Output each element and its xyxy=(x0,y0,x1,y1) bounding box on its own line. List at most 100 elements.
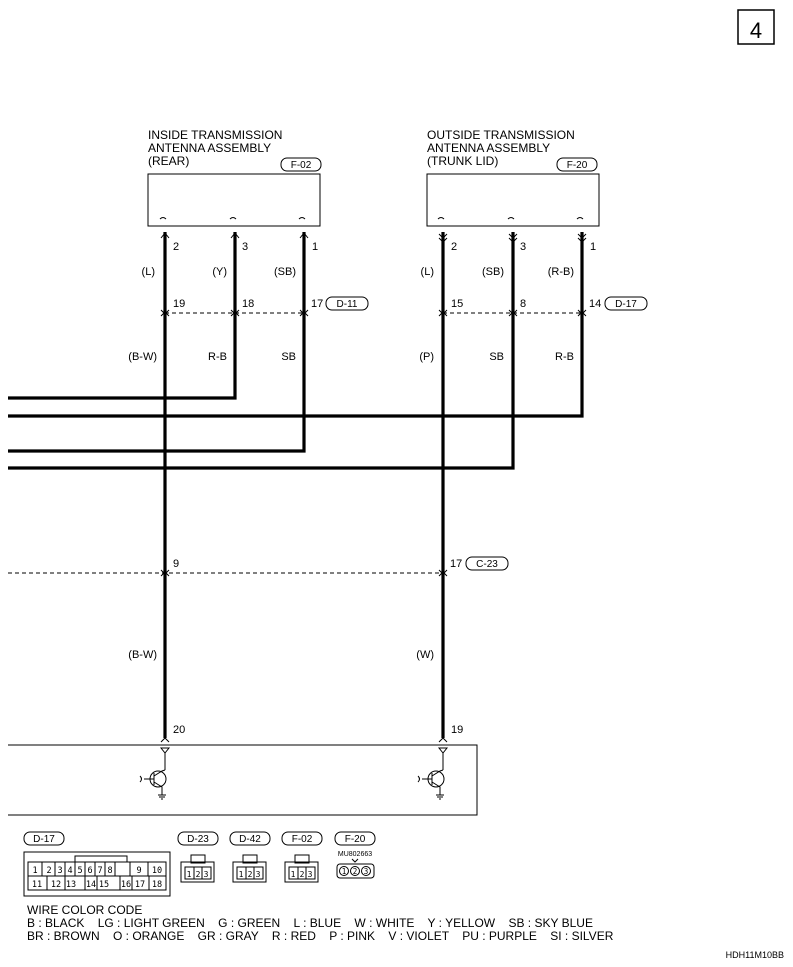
legend-f02-label: F-02 xyxy=(292,834,313,845)
ecu-box xyxy=(8,744,478,816)
legend-f20-label: F-20 xyxy=(345,834,366,845)
d17-top-pin: 8 xyxy=(107,866,112,876)
wire-color-outside-b: (SB) xyxy=(482,266,504,278)
inside-antenna-box xyxy=(147,173,321,227)
wire-color-d11-a: (B-W) xyxy=(128,351,157,363)
wire-color-d17-c: R-B xyxy=(555,351,574,363)
legend-d17-badge xyxy=(23,831,65,846)
d23-pin: 1 xyxy=(187,870,192,879)
legend-f20-badge xyxy=(334,831,376,846)
f20-pin: 1 xyxy=(342,867,347,876)
d17-connector-face: 1 2 3 4 5 6 7 8 9 10 11 12 13 14 15 16 1… xyxy=(23,851,171,897)
f02-pin: 3 xyxy=(308,870,313,879)
inside-antenna-title-1: INSIDE TRANSMISSION xyxy=(148,128,282,142)
c23-connector: C-23 xyxy=(476,559,498,570)
outside-antenna-connector: F-20 xyxy=(567,160,588,171)
d42-pin: 3 xyxy=(256,870,261,879)
connector-legend: D-17 1 2 3 4 5 6 7 8 9 10 11 12 13 14 15 xyxy=(23,831,376,897)
d17-top-pin: 6 xyxy=(87,866,92,876)
junction-wire-colors: (B-W) R-B SB (P) SB R-B xyxy=(128,351,574,363)
outside-antenna-title-3: (TRUNK LID) xyxy=(427,154,498,168)
c23-left-pin: 9 xyxy=(173,558,179,570)
d11-pin-b: 18 xyxy=(242,298,254,310)
antenna-pin-numbers: 2 3 1 2 3 1 xyxy=(173,241,596,253)
ecu-pin-a: 20 xyxy=(173,724,185,736)
outside-pin-c: 1 xyxy=(590,241,596,253)
legend-d23-badge xyxy=(177,831,219,846)
d17-top-pin: 4 xyxy=(67,866,72,876)
d17-bottom-pin: 17 xyxy=(135,880,145,890)
d17-bottom-pin: 12 xyxy=(51,880,61,890)
wire-outside-pin1 xyxy=(8,232,584,418)
wire-outside-pin3 xyxy=(8,232,515,470)
outside-antenna-box xyxy=(426,173,600,227)
wire-color-d11-b: R-B xyxy=(208,351,227,363)
wires xyxy=(8,232,584,738)
d17-top-pin: 7 xyxy=(97,866,102,876)
wire-color-code: WIRE COLOR CODE B : BLACK LG : LIGHT GRE… xyxy=(27,903,614,943)
wire-color-outside-a: (L) xyxy=(421,266,434,278)
outside-antenna-connector-badge xyxy=(556,157,598,172)
d17-bottom-pin: 16 xyxy=(121,880,131,890)
d11-pin-c: 17 xyxy=(311,298,323,310)
d17-pin-a: 15 xyxy=(451,298,463,310)
wire-color-inside-b: (Y) xyxy=(212,266,227,278)
d17-pin-c: 14 xyxy=(589,298,601,310)
page-number: 4 xyxy=(750,18,762,43)
d17-bottom-pin: 14 xyxy=(86,880,96,890)
d42-pin: 2 xyxy=(248,870,253,879)
f20-pin: 2 xyxy=(353,867,358,876)
d17-bottom-pin: 11 xyxy=(32,880,42,890)
inside-antenna-connector-badge xyxy=(280,157,322,172)
junction-c23: 9 17 C-23 (B-W) (W) xyxy=(8,556,509,661)
inside-antenna-title-2: ANTENNA ASSEMBLY xyxy=(148,141,271,155)
wire-color-outside-c: (R-B) xyxy=(548,266,574,278)
c23-badge xyxy=(465,556,509,571)
page-number-box: 4 xyxy=(737,9,775,45)
d17-top-pin: 2 xyxy=(46,866,51,876)
legend-d17-label: D-17 xyxy=(33,834,55,845)
legend-d42-badge xyxy=(229,831,271,846)
f20-pin: 3 xyxy=(364,867,369,876)
f02-connector-face xyxy=(284,854,319,883)
d17-bottom-pin: 15 xyxy=(99,880,109,890)
outside-antenna-assembly: OUTSIDE TRANSMISSION ANTENNA ASSEMBLY (T… xyxy=(426,128,600,227)
wire-color-d17-a: (P) xyxy=(419,351,434,363)
d11-badge xyxy=(325,296,369,311)
d17-top-pin: 9 xyxy=(136,866,141,876)
footer-code: HDH11M10BB xyxy=(726,950,784,960)
ecu-block: 20 19 xyxy=(8,724,478,816)
d17-badge xyxy=(604,296,648,311)
outside-antenna-title-1: OUTSIDE TRANSMISSION xyxy=(427,128,575,142)
wire-color-code-line1: B : BLACK LG : LIGHT GREEN G : GREEN L :… xyxy=(27,916,593,930)
d17-connector: D-17 xyxy=(615,299,637,310)
ecu-pin-b: 19 xyxy=(451,724,463,736)
wire-color-inside-c: (SB) xyxy=(274,266,296,278)
wire-color-code-line2: BR : BROWN O : ORANGE GR : GRAY R : RED … xyxy=(27,929,614,943)
outside-pin-a: 2 xyxy=(451,241,457,253)
d17-top-pin: 1 xyxy=(32,866,37,876)
d23-pin: 2 xyxy=(196,870,201,879)
c23-right-pin: 17 xyxy=(450,558,462,570)
d11-pin-a: 19 xyxy=(173,298,185,310)
d17-bottom-pin: 13 xyxy=(66,880,76,890)
legend-d23-label: D-23 xyxy=(187,834,209,845)
wire-inside-pin1 xyxy=(8,232,306,453)
inside-pin-a: 2 xyxy=(173,241,179,253)
inside-pin-b: 3 xyxy=(242,241,248,253)
wire-inside-pin3 xyxy=(8,232,237,400)
legend-part-number: MU802663 xyxy=(338,851,372,858)
transistor-left-icon xyxy=(139,747,171,800)
connector-arrows xyxy=(160,232,587,743)
transistor-right-icon xyxy=(417,747,449,800)
legend-f02-badge xyxy=(281,831,323,846)
d17-bottom-pin: 18 xyxy=(152,880,162,890)
inside-antenna-assembly: INSIDE TRANSMISSION ANTENNA ASSEMBLY (RE… xyxy=(147,128,322,227)
inside-antenna-title-3: (REAR) xyxy=(148,154,189,168)
terminal-marks xyxy=(159,217,584,220)
d11-connector: D-11 xyxy=(337,299,358,310)
d23-connector-face xyxy=(180,854,215,883)
outside-antenna-title-2: ANTENNA ASSEMBLY xyxy=(427,141,550,155)
legend-d42-label: D-42 xyxy=(239,834,261,845)
